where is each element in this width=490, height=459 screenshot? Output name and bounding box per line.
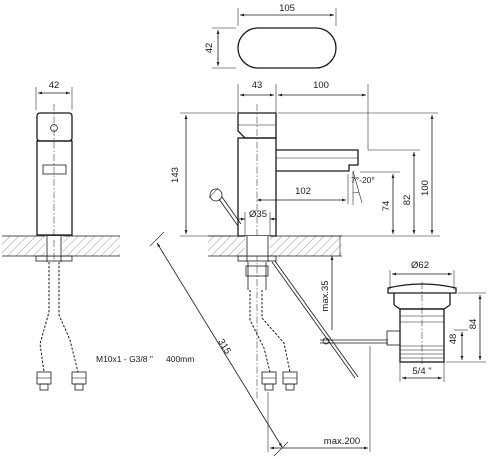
dim-height-100: 100	[420, 180, 431, 196]
dim-waste-48: 48	[448, 334, 459, 345]
dim-handle-width: 105	[279, 3, 295, 14]
hose-length: 400mm	[166, 354, 194, 364]
dim-waste-diameter: Ø62	[411, 260, 429, 271]
dim-tilt-angle: 7°-20°	[351, 175, 375, 185]
dim-height-74: 74	[381, 201, 392, 212]
dim-height-total: 143	[170, 167, 181, 183]
handle-top-view: 105 42	[204, 3, 337, 69]
dim-side-width: 42	[49, 80, 60, 91]
waste-drain: Ø62 48 84 5/4 "	[386, 260, 486, 382]
dim-spout-length: 100	[313, 80, 329, 91]
dim-hole-diameter: Ø35	[249, 209, 267, 220]
dim-reach: 102	[295, 186, 311, 197]
side-view: 42 M10x1 - G3/8 " 400mm	[2, 80, 194, 391]
dim-height-82: 82	[402, 195, 413, 206]
dim-max-thickness: max.35	[320, 280, 331, 311]
dim-handle-depth: 42	[204, 43, 215, 54]
dim-rod-length: 315	[215, 337, 233, 356]
dim-waste-84: 84	[468, 319, 479, 330]
hose-spec: M10x1 - G3/8 "	[96, 354, 153, 364]
dim-spout-offset: 43	[252, 80, 263, 91]
dim-rod-reach: max.200	[324, 436, 360, 447]
front-view: 43 100 143 100 82 74	[149, 80, 440, 457]
dim-waste-thread: 5/4 "	[412, 366, 431, 377]
